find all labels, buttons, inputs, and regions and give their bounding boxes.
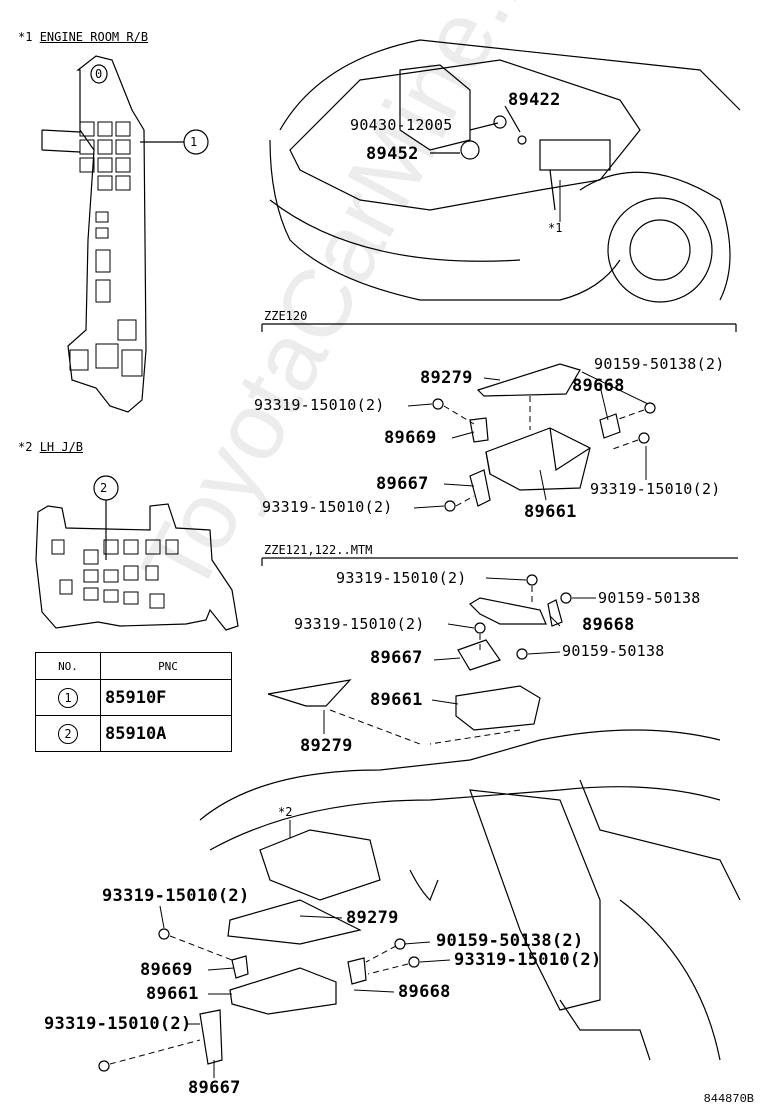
label-89422: 89422 (508, 90, 561, 110)
row-number: 2 (58, 724, 78, 744)
callout-two: 2 (100, 481, 108, 495)
label-bottom-89279: 89279 (346, 908, 399, 928)
zze121-header: ZZE121,122..MTM (264, 543, 373, 557)
label-zze120-93319-a: 93319-15010(2) (254, 396, 385, 414)
table-row: 1 85910F (35, 679, 232, 716)
row-pnc: 85910A (100, 715, 232, 752)
col-no-header: NO. (35, 652, 101, 680)
lh-jb-mark: *2 (18, 440, 33, 454)
engine-room-header: *1 ENGINE ROOM R/B (18, 31, 148, 43)
zze121-divider (261, 557, 738, 566)
label-zze120-93319-c: 93319-15010(2) (262, 498, 393, 516)
label-bottom-93319-c: 93319-15010(2) (44, 1014, 192, 1034)
engine-room-mark: *1 (18, 30, 33, 44)
callout-star2: *2 (278, 805, 293, 819)
label-bottom-93319-a: 93319-15010(2) (102, 886, 250, 906)
lh-junction-block (35, 475, 239, 631)
label-90430-12005: 90430-12005 (350, 116, 453, 134)
label-bottom-90159: 90159-50138(2) (436, 931, 584, 951)
leader-lines (159, 180, 649, 1078)
zze120-assembly (432, 363, 656, 512)
label-bottom-93319-b: 93319-15010(2) (454, 950, 602, 970)
pnc-table-header: NO. PNC (35, 652, 232, 680)
label-zze120-89661: 89661 (524, 502, 577, 522)
lh-jb-header: *2 LH J/B (18, 441, 83, 453)
zze121-assembly (267, 574, 572, 745)
label-bottom-89661: 89661 (146, 984, 199, 1004)
label-zze120-89279: 89279 (420, 368, 473, 388)
callout-star1: *1 (548, 221, 563, 235)
label-zze121-93319-b: 93319-15010(2) (294, 615, 425, 633)
label-bottom-89668: 89668 (398, 982, 451, 1002)
label-zze121-90159-a: 90159-50138 (598, 589, 701, 607)
zze120-header: ZZE120 (264, 309, 308, 323)
label-zze121-90159-b: 90159-50138 (562, 642, 665, 660)
label-zze121-89661: 89661 (370, 690, 423, 710)
figure-id: 844870B (703, 1092, 754, 1106)
label-zze121-89668: 89668 (582, 615, 635, 635)
table-row: 2 85910A (35, 715, 232, 752)
label-zze120-89668: 89668 (572, 376, 625, 396)
col-pnc-header: PNC (100, 652, 232, 680)
label-zze121-89667: 89667 (370, 648, 423, 668)
callout-one: 1 (190, 135, 198, 149)
callout-zero: 0 (95, 67, 103, 81)
label-zze120-89667: 89667 (376, 474, 429, 494)
row-number: 1 (58, 688, 78, 708)
label-89452: 89452 (366, 144, 419, 164)
engine-bay-sketch (269, 39, 741, 303)
row-pnc: 85910F (100, 679, 232, 716)
label-zze120-93319-b: 93319-15010(2) (590, 480, 721, 498)
label-zze120-90159: 90159-50138(2) (594, 355, 725, 373)
label-zze120-89669: 89669 (384, 428, 437, 448)
label-bottom-89669: 89669 (140, 960, 193, 980)
label-zze121-93319-a: 93319-15010(2) (336, 569, 467, 587)
engine-room-title: ENGINE ROOM R/B (39, 30, 149, 44)
interior-sketch (98, 729, 741, 1072)
label-zze121-89279: 89279 (300, 736, 353, 756)
engine-room-relay-block (41, 55, 209, 413)
label-bottom-89667: 89667 (188, 1078, 241, 1098)
pnc-table: NO. PNC 1 85910F 2 85910A (35, 652, 232, 752)
lh-jb-title: LH J/B (39, 440, 84, 454)
zze120-divider (261, 323, 737, 332)
